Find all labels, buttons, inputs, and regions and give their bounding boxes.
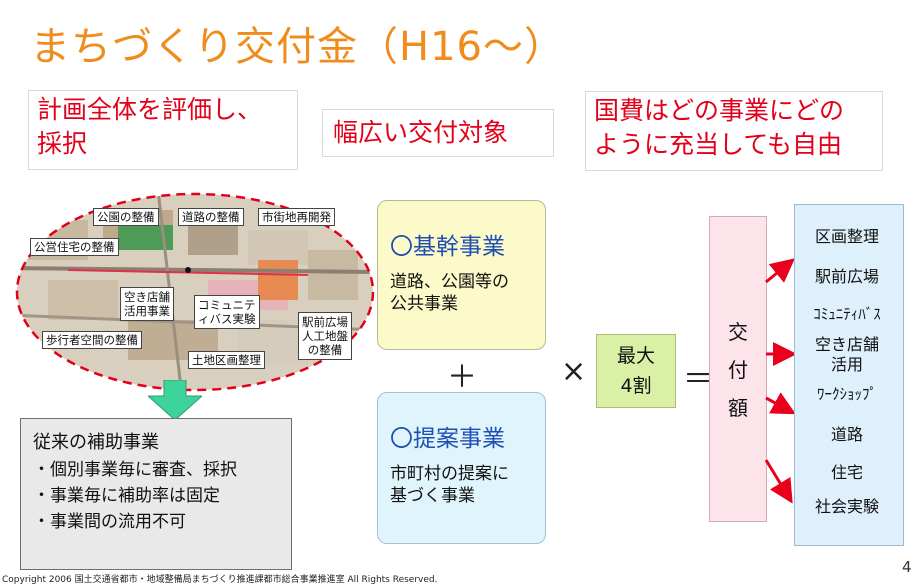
use-item: ﾜｰｸｼｮｯﾌﾟ [816,385,877,403]
map-label-line: 空き店舗 [124,290,170,304]
red-arrow-icon [764,459,793,504]
map-label-community-bus: コミュニテ ィバス実験 [194,295,260,329]
use-item: 道路 [830,425,863,444]
map-label-line: 駅前広場 [302,315,348,329]
down-arrow-icon [148,380,202,420]
use-item: ｺﾐｭﾆﾃｨﾊﾞｽ [813,305,881,323]
map-label-vacant-store: 空き店舗 活用事業 [120,287,174,321]
map-label-line: コミュニテ [198,298,256,312]
map-label-line: ィバス実験 [198,312,256,326]
legacy-subsidy-box: 従来の補助事業 ・個別事業毎に審査、採択 ・事業毎に補助率は固定 ・事業間の流用… [20,418,292,570]
use-item: 活用 [830,355,863,374]
page-title: まちづくり交付金（H16～） [30,24,565,70]
red-arrow-icon [765,392,796,415]
use-item: 駅前広場 [814,267,879,286]
map-label-housing: 公営住宅の整備 [30,238,119,256]
point-text: 計画全体を評価し、 [37,95,263,124]
point-box-evaluation: 計画全体を評価し、 採択 [28,90,298,170]
core-project-line: 道路、公園等の [390,272,509,292]
max-rate-line: 4割 [620,375,652,397]
use-item: 住宅 [830,463,863,482]
map-label-land-readjustment: 土地区画整理 [188,351,265,369]
point-text: 採択 [37,129,88,158]
map-label-road: 道路の整備 [178,208,244,226]
legacy-item: ・事業間の流用不可 [33,512,186,532]
map-label-pedestrian: 歩行者空間の整備 [42,331,142,349]
point-text: 国費はどの事業にどの [594,96,845,125]
map-label-line: の整備 [307,343,343,357]
fund-uses-box: 区画整理 駅前広場 ｺﾐｭﾆﾃｨﾊﾞｽ 空き店舗 活用 ﾜｰｸｼｮｯﾌﾟ 道路 … [794,204,904,546]
map-label-park: 公園の整備 [93,208,159,226]
grant-char: 交 [728,320,748,344]
use-item: 社会実験 [814,497,879,516]
legacy-heading: 従来の補助事業 [33,432,159,453]
times-operator: × [561,354,587,389]
point-text: ように充当しても自由 [594,130,843,159]
use-item: 空き店舗 [814,335,879,354]
map-label-redevelopment: 市街地再開発 [258,208,335,226]
point-box-scope: 幅広い交付対象 [322,109,554,157]
grant-char: 額 [728,396,748,420]
proposal-project-line: 市町村の提案に [390,464,509,484]
max-rate-line: 最大 [616,345,655,367]
copyright-footer: Copyright 2006 国土交通省都市・地域整備局まちづくり推進課都市総合… [2,575,438,585]
grant-char: 付 [728,358,748,382]
point-text: 幅広い交付対象 [333,118,509,147]
core-project-box: 〇基幹事業 道路、公園等の 公共事業 [377,200,546,350]
legacy-item: ・個別事業毎に審査、採択 [33,460,237,480]
scope-ellipse [15,192,375,392]
map-label-station-plaza: 駅前広場 人工地盤 の整備 [298,312,352,360]
plus-operator: ＋ [447,360,477,395]
grant-amount-box: 交 付 額 [709,216,767,522]
allocation-arrows [764,258,797,504]
map-label-line: 人工地盤 [302,329,348,343]
use-item: 区画整理 [814,227,879,246]
max-rate-box: 最大 4割 [596,334,676,408]
red-arrow-icon [765,258,795,284]
page-number: 4 [902,558,912,576]
core-project-line: 公共事業 [390,294,458,314]
town-map-illustration: 公園の整備 道路の整備 市街地再開発 公営住宅の整備 空き店舗 活用事業 コミュ… [8,190,378,405]
point-box-freedom: 国費はどの事業にどの ように充当しても自由 [585,91,883,171]
proposal-project-line: 基づく事業 [390,486,475,506]
legacy-item: ・事業毎に補助率は固定 [33,486,220,506]
core-project-heading: 〇基幹事業 [390,234,505,260]
proposal-project-heading: 〇提案事業 [390,426,505,452]
proposal-project-box: 〇提案事業 市町村の提案に 基づく事業 [377,392,546,544]
equals-operator: ＝ [683,362,713,397]
map-label-line: 活用事業 [124,304,170,318]
